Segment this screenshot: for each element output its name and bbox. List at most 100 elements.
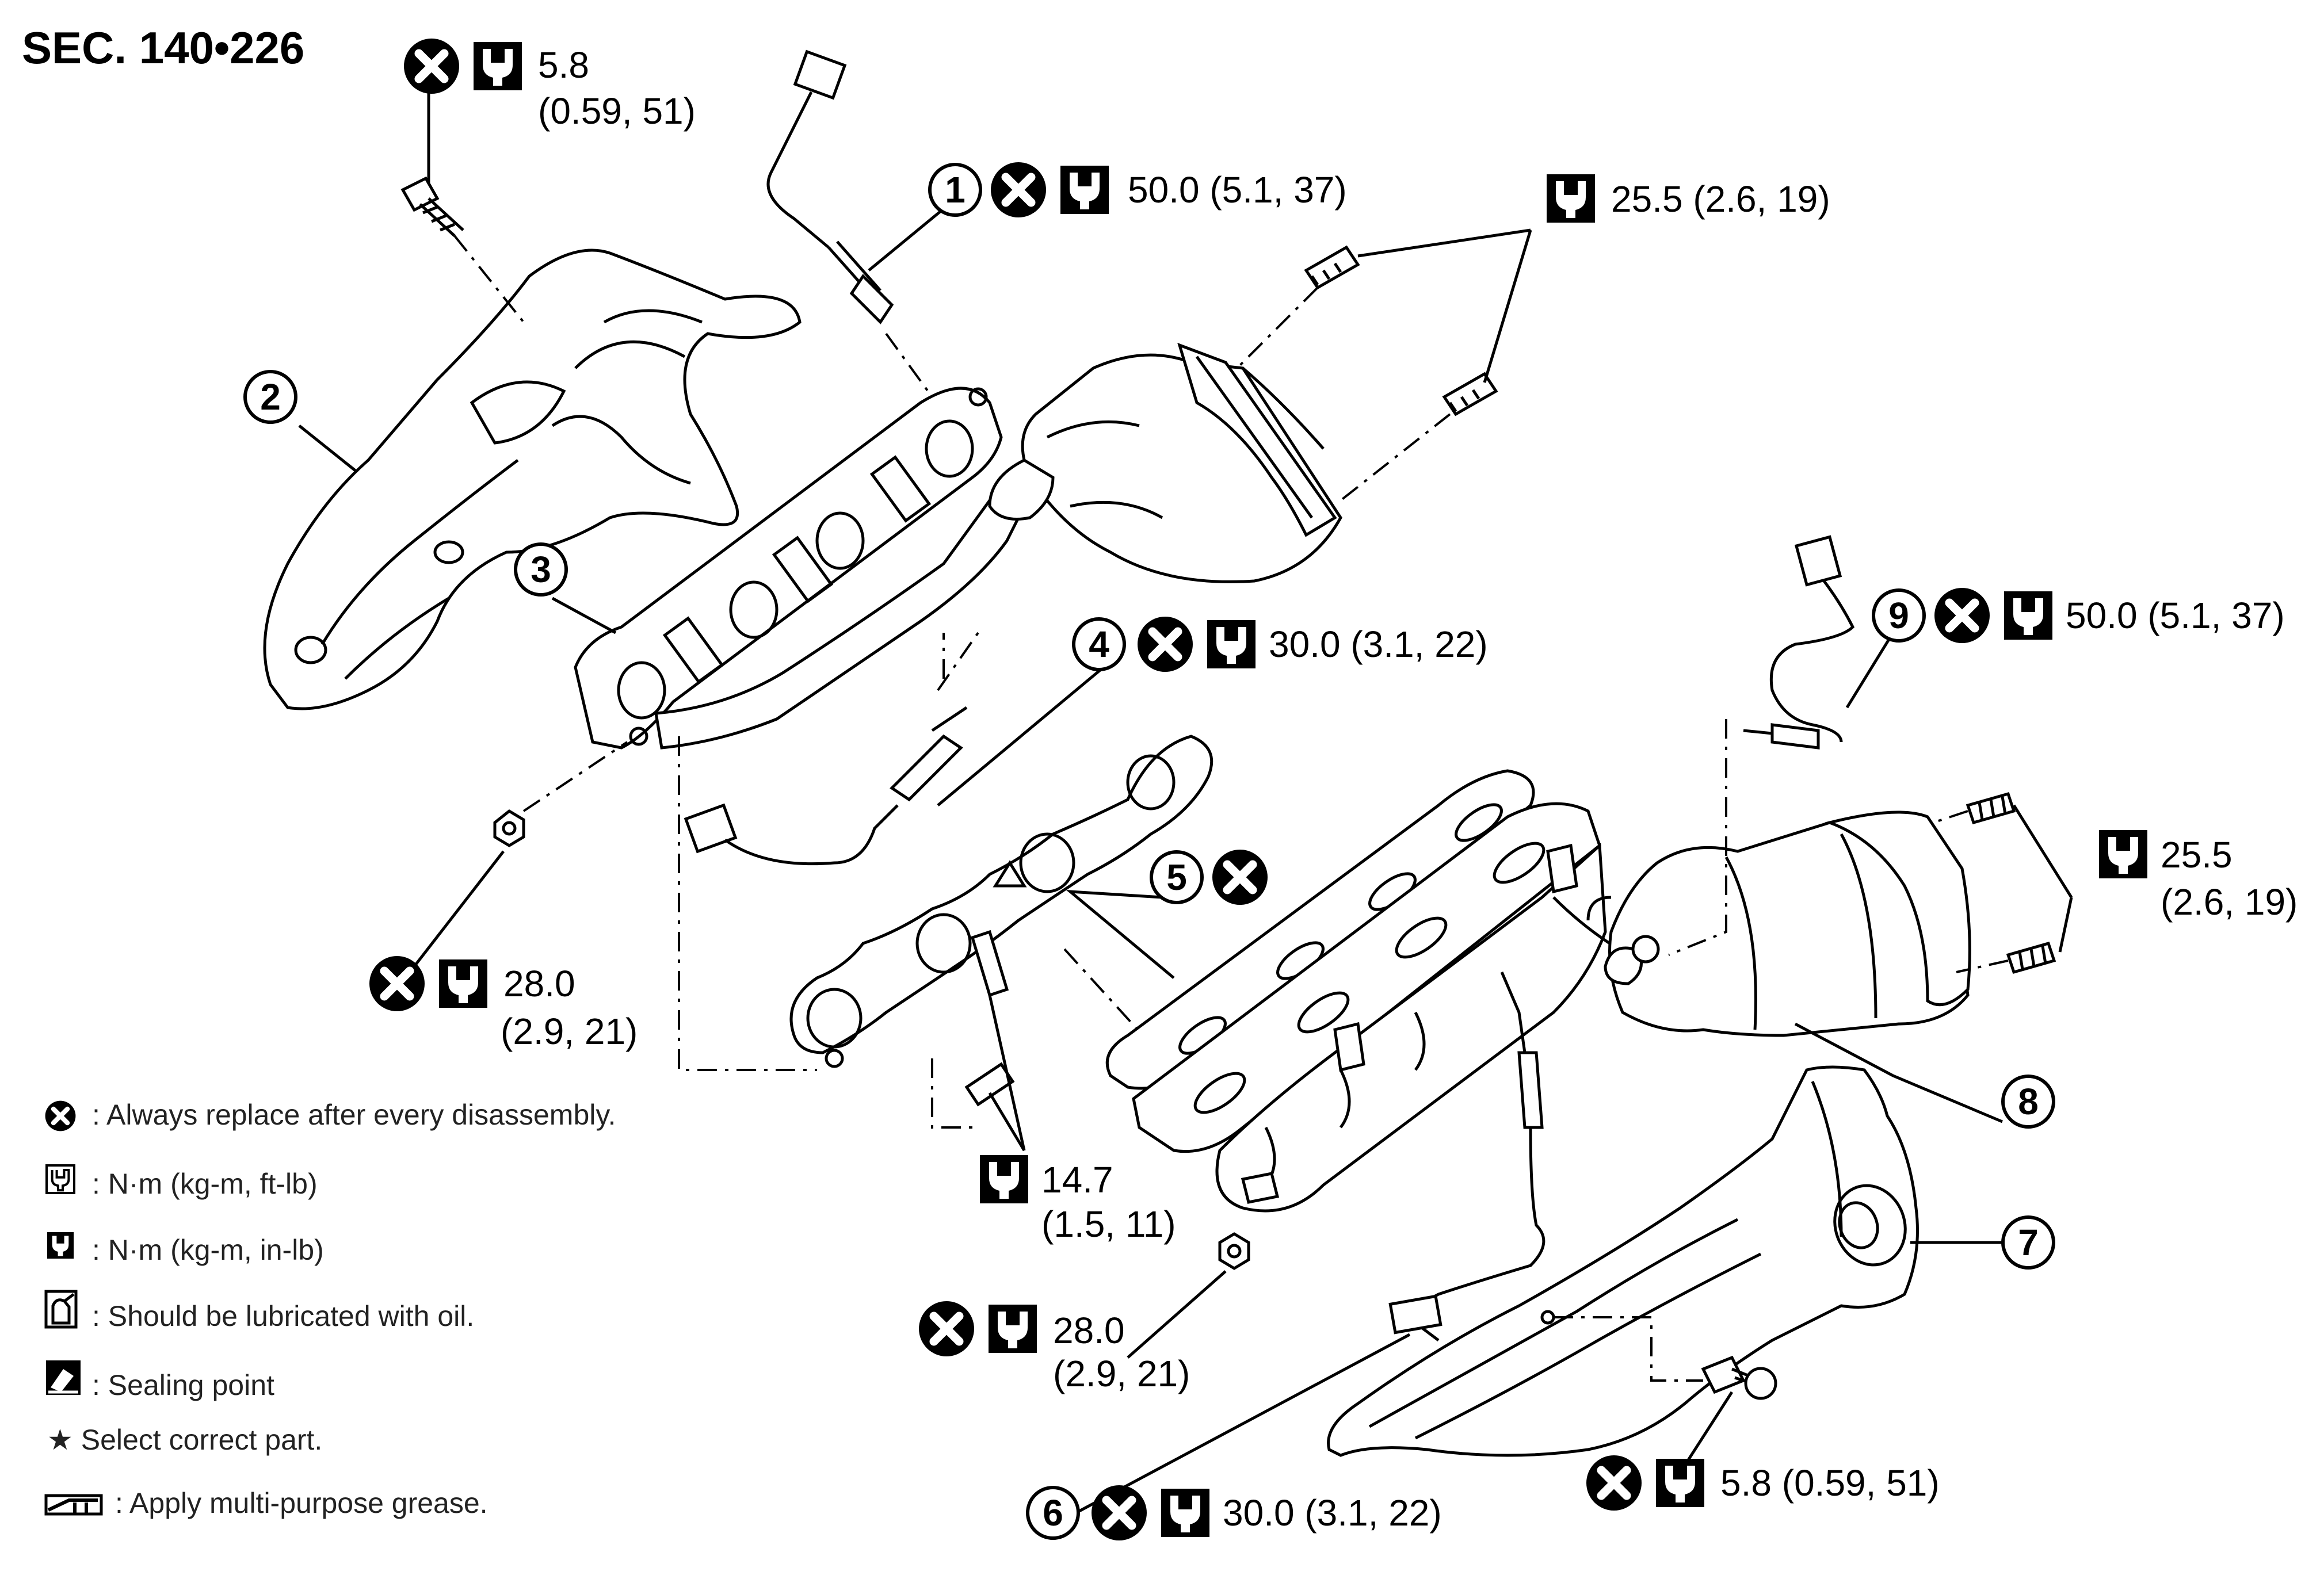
legend-text: : Apply multi-purpose grease.: [115, 1487, 488, 1519]
torque-wrench-icon: [1547, 174, 1595, 223]
right-studs: [1966, 792, 2056, 974]
torque-value-detail: (2.6, 19): [2161, 881, 2298, 923]
lh-catalytic-converter: [988, 342, 1342, 583]
callout-6: 6 30.0 (3.1, 22): [1028, 1485, 1442, 1540]
oil-can-icon: [44, 1290, 78, 1329]
callout-8: 8: [2003, 1076, 2054, 1127]
oxygen-sensor-4: [684, 706, 968, 866]
top-bolt: [400, 176, 464, 237]
torque-wrench-solid-icon: [47, 1232, 74, 1259]
torque-wrench-icon: [980, 1155, 1028, 1203]
callout-number: 8: [2018, 1081, 2039, 1122]
torque-wrench-icon: [1656, 1459, 1704, 1507]
torque-value: 25.5: [2161, 834, 2233, 875]
torque-wrench-icon: [989, 1305, 1037, 1353]
torque-value: 28.0: [503, 963, 575, 1004]
torque-value: 5.8: [538, 44, 589, 86]
torque-spec: 30.0 (3.1, 22): [1269, 624, 1488, 665]
legend-text: : N·m (kg-m, in-lb): [92, 1234, 324, 1266]
torque-wrench-icon: [439, 959, 487, 1008]
callout-4: 4 30.0 (3.1, 22): [1074, 617, 1488, 672]
torque-studs-top: 25.5 (2.6, 19): [1547, 174, 1830, 223]
rh-catalytic-converter: [1586, 810, 1971, 1037]
torque-bolt-bottom: 5.8 (0.59, 51): [1586, 1455, 1940, 1511]
legend-text: : N·m (kg-m, ft-lb): [92, 1168, 318, 1200]
torque-top-bolt: 5.8 (0.59, 51): [404, 39, 696, 132]
legend-item: : Always replace after every disassembly…: [45, 1099, 616, 1131]
callout-number: 9: [1888, 595, 1909, 636]
torque-studs-middle: 14.7 (1.5, 11): [980, 1155, 1176, 1245]
oxygen-sensor-9: [1743, 535, 1855, 750]
torque-spec: 30.0 (3.1, 22): [1223, 1492, 1442, 1534]
replace-icon: [1586, 1455, 1642, 1511]
lh-gasket: [789, 735, 1213, 1068]
callout-2: 2: [245, 372, 296, 422]
torque-value-detail: (2.9, 21): [1053, 1353, 1190, 1394]
callout-number: 4: [1089, 624, 1109, 665]
rh-heat-insulator: [1327, 1065, 1919, 1457]
callout-number: 7: [2018, 1222, 2039, 1263]
torque-wrench-icon: [1207, 620, 1256, 668]
replace-icon: [1138, 617, 1193, 672]
replace-icon: [45, 1101, 76, 1131]
callout-number: 1: [945, 169, 966, 211]
lh-exhaust-manifold: [574, 387, 1054, 750]
torque-value: 14.7: [1041, 1159, 1113, 1201]
grease-icon: [44, 1494, 103, 1516]
oxygen-sensor-6: [1388, 972, 1545, 1341]
legend: : Always replace after every disassembly…: [45, 1099, 616, 1519]
rh-exhaust-manifold: [1132, 802, 1630, 1213]
legend-item: : Should be lubricated with oil.: [44, 1290, 474, 1332]
replace-icon: [919, 1301, 974, 1356]
torque-value: 28.0: [1053, 1310, 1125, 1351]
legend-text: : Should be lubricated with oil.: [92, 1300, 474, 1332]
torque-spec: 50.0 (5.1, 37): [2066, 595, 2285, 636]
legend-text: : Always replace after every disassembly…: [92, 1099, 616, 1131]
torque-value-detail: (0.59, 51): [538, 90, 696, 132]
legend-item: : N·m (kg-m, ft-lb): [47, 1165, 318, 1200]
replace-icon: [991, 162, 1046, 217]
torque-wrench-icon: [2099, 830, 2147, 878]
torque-studs-right: 25.5 (2.6, 19): [2099, 830, 2298, 923]
callout-9: 9 50.0 (5.1, 37): [1873, 588, 2285, 643]
callout-5: 5: [1151, 850, 1268, 905]
upper-heat-insulator: [263, 248, 802, 710]
torque-wrench-icon: [47, 1165, 74, 1193]
replace-icon: [369, 956, 425, 1011]
torque-wrench-icon: [2004, 591, 2052, 640]
torque-wrench-icon: [1161, 1489, 1209, 1537]
sealing-point-icon: [46, 1360, 81, 1395]
legend-text: : Sealing point: [92, 1369, 274, 1401]
legend-item: : Sealing point: [46, 1360, 274, 1401]
torque-value-detail: (2.9, 21): [501, 1011, 638, 1052]
top-studs: [1304, 245, 1498, 416]
legend-item: ★ Select correct part.: [47, 1424, 322, 1456]
callout-7: 7: [2003, 1217, 2054, 1268]
section-title: SEC. 140•226: [22, 22, 304, 73]
legend-text: ★ Select correct part.: [47, 1424, 322, 1456]
torque-value: 25.5 (2.6, 19): [1611, 178, 1830, 220]
replace-icon: [1092, 1485, 1147, 1540]
oxygen-sensor-1: [766, 49, 894, 324]
callout-3: 3: [516, 544, 566, 595]
torque-nut-left: 28.0 (2.9, 21): [369, 956, 638, 1052]
callout-number: 5: [1166, 857, 1187, 898]
callout-number: 3: [531, 549, 551, 590]
torque-value: 5.8 (0.59, 51): [1720, 1462, 1940, 1504]
replace-icon: [404, 39, 459, 94]
left-nut: [493, 809, 525, 847]
callout-number: 6: [1043, 1492, 1063, 1534]
callout-number: 2: [260, 376, 281, 418]
replace-icon: [1212, 850, 1268, 905]
bottom-nut: [1218, 1232, 1250, 1270]
replace-icon: [1934, 588, 1990, 643]
torque-wrench-icon: [1060, 166, 1109, 214]
torque-value-detail: (1.5, 11): [1041, 1203, 1176, 1245]
torque-spec: 50.0 (5.1, 37): [1128, 169, 1347, 211]
torque-wrench-icon: [474, 42, 522, 90]
legend-item: : Apply multi-purpose grease.: [44, 1487, 488, 1519]
middle-studs: [964, 930, 1015, 1107]
torque-nut-bottom: 28.0 (2.9, 21): [919, 1301, 1190, 1394]
